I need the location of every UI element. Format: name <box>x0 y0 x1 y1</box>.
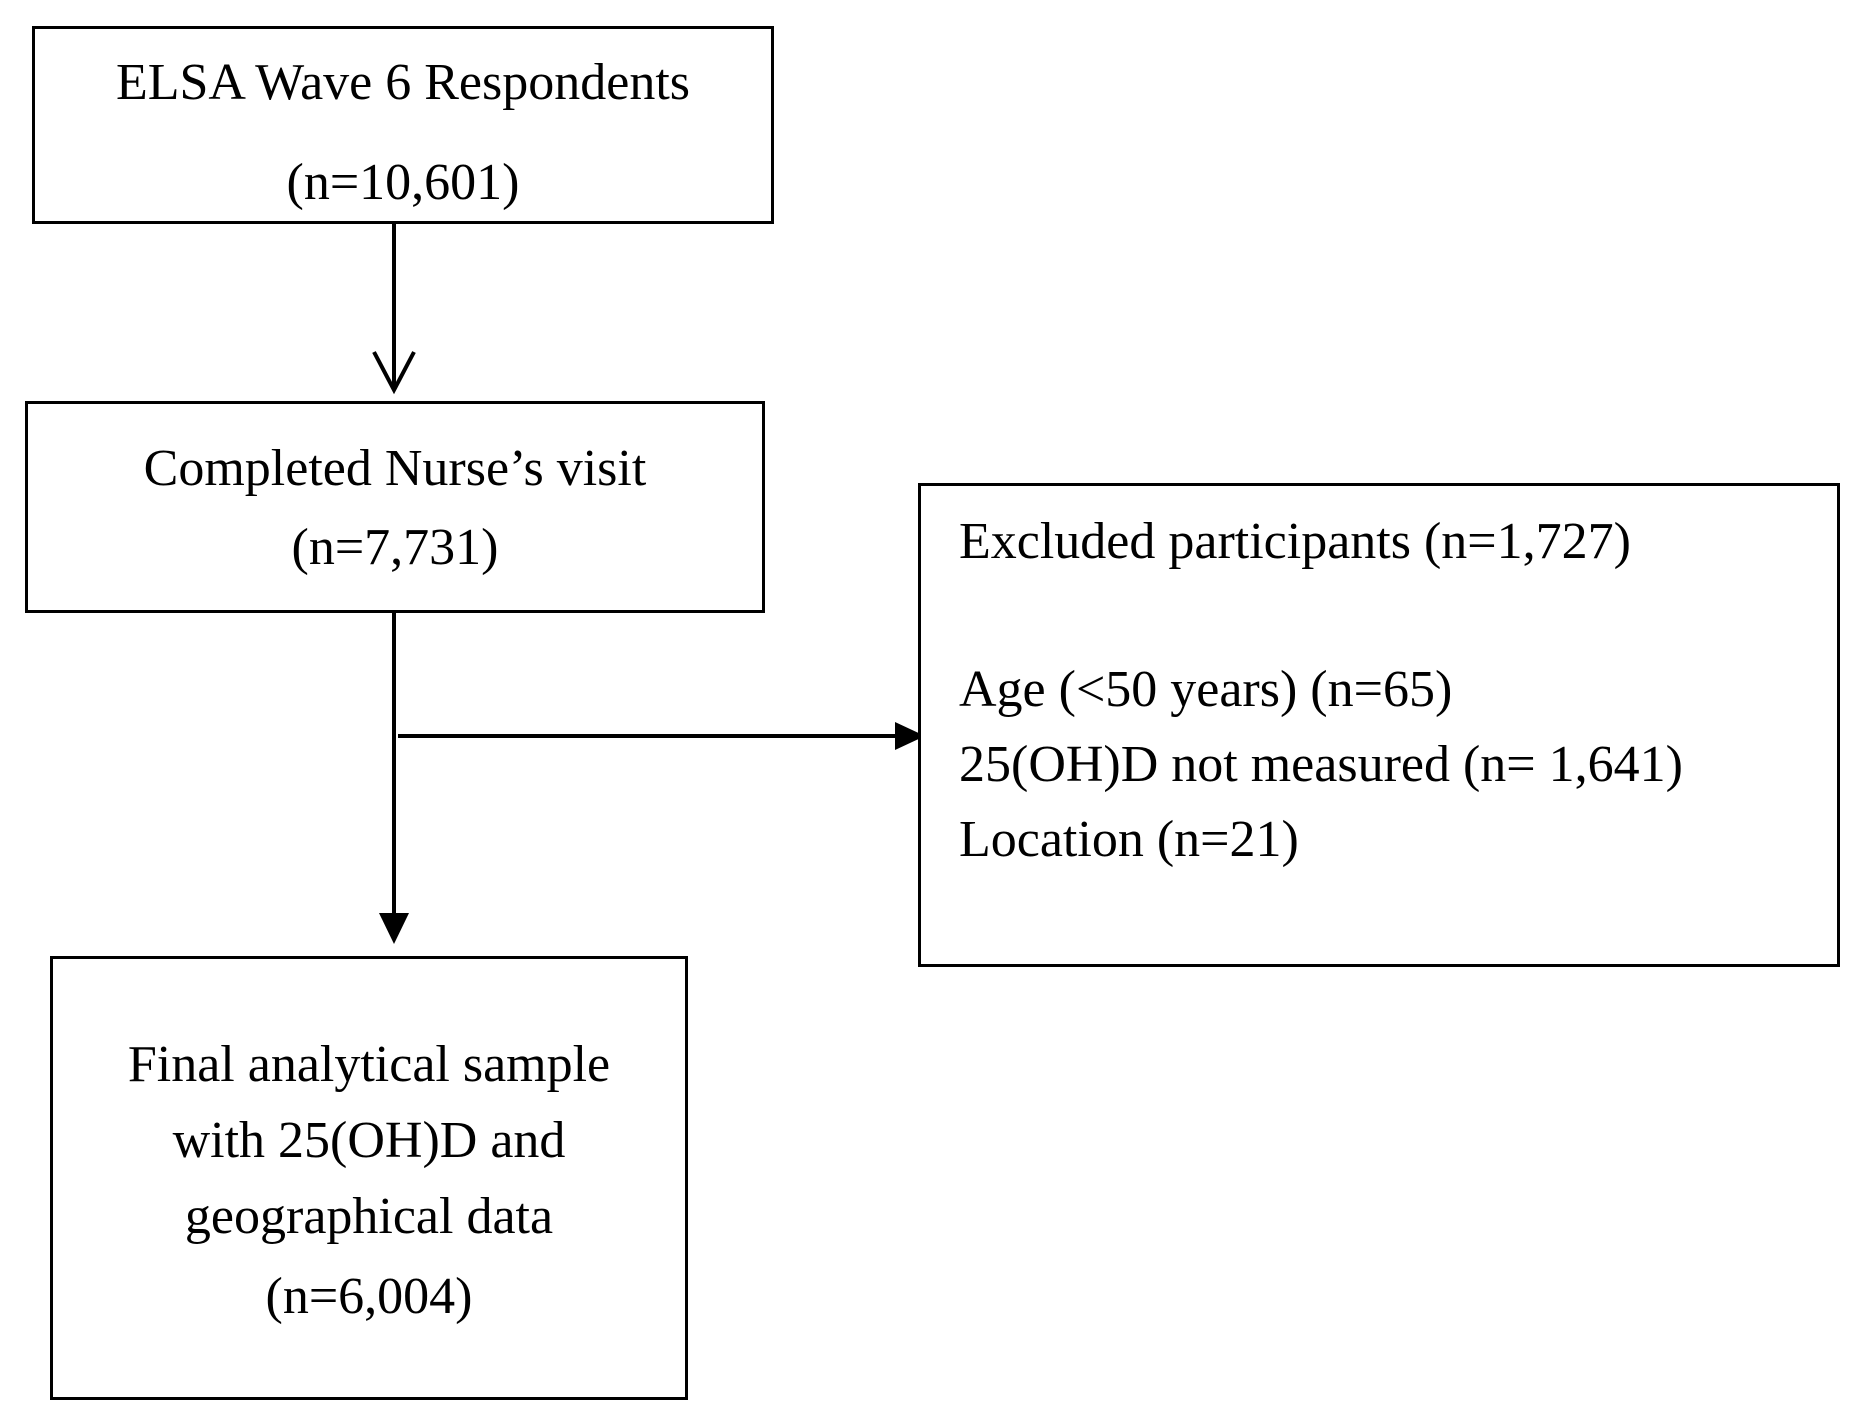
final-sample-line-3: geographical data <box>184 1188 554 1245</box>
final-sample-box: Final analytical sample with 25(OH)D and… <box>50 956 688 1400</box>
final-sample-line-2: with 25(OH)D and <box>172 1112 566 1169</box>
excluded-box: Excluded participants (n=1,727) Age (<50… <box>918 483 1840 967</box>
excluded-reason-location: Location (n=21) <box>959 811 1299 868</box>
final-sample-count: (n=6,004) <box>265 1268 473 1325</box>
final-sample-line-1: Final analytical sample <box>127 1036 611 1093</box>
excluded-title: Excluded participants (n=1,727) <box>959 513 1631 570</box>
arrowhead-to-nurse-visit <box>372 351 416 395</box>
arrowhead-to-final-sample <box>379 913 409 944</box>
excluded-reason-not-measured: 25(OH)D not measured (n= 1,641) <box>959 736 1683 793</box>
nurse-visit-box: Completed Nurse’s visit (n=7,731) <box>25 401 765 613</box>
respondents-count: (n=10,601) <box>286 154 520 211</box>
excluded-reason-age: Age (<50 years) (n=65) <box>959 661 1453 718</box>
arrowhead-to-excluded <box>895 722 925 750</box>
respondents-box: ELSA Wave 6 Respondents (n=10,601) <box>32 26 774 224</box>
nurse-visit-title: Completed Nurse’s visit <box>143 440 647 497</box>
nurse-visit-count: (n=7,731) <box>291 519 499 576</box>
respondents-title: ELSA Wave 6 Respondents <box>115 54 691 111</box>
